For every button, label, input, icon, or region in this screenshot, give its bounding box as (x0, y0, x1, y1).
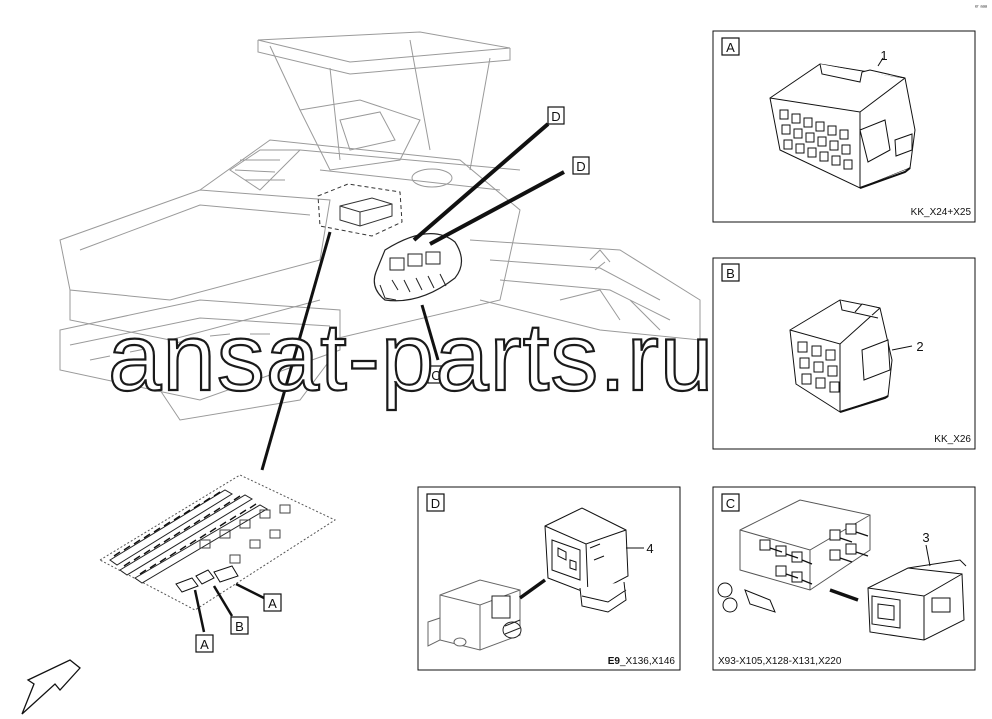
callout-a-lower-right-label: A (268, 596, 277, 611)
callout-d-upper: D (547, 106, 565, 125)
control-box-part (339, 197, 393, 227)
connector-e9-drawing (544, 507, 629, 613)
corner-mark: ᵉʳ ᵃᵃᵃ (975, 4, 988, 11)
circuit-board-drawing (98, 474, 337, 611)
highlight-zone-connectors (373, 233, 463, 302)
connector-x93-drawing (867, 559, 967, 641)
callout-d-lower: D (572, 156, 590, 175)
panel-a-caption: KK_X24+X25 (911, 207, 972, 218)
panel-a-tag: A (726, 40, 735, 55)
panel-d-item-number: 4 (646, 541, 653, 556)
detail-panel-b: B 2 KK_X26 (712, 257, 976, 450)
panel-c-item-number: 3 (922, 530, 929, 545)
panel-d-tag: D (431, 496, 440, 511)
callout-a-lower-right: A (263, 593, 282, 612)
connector-kk-x26-drawing (789, 299, 893, 413)
connector-cluster-part (379, 251, 447, 301)
panel-c-caption: X93-X105,X128-X131,X220 (718, 656, 842, 667)
callout-d-lower-label: D (576, 159, 585, 174)
callout-b-lower-label: B (235, 619, 244, 634)
callout-a-lower-left: A (195, 634, 214, 653)
callout-d-upper-label: D (551, 109, 560, 124)
watermark-text: ansat-parts.ru (108, 304, 714, 411)
panel-d-caption: E9_X136,X146 (608, 656, 676, 667)
panel-c-tag: C (726, 496, 735, 511)
callout-c-main-label: C (431, 368, 440, 383)
direction-arrow-icon (21, 659, 81, 715)
detail-panel-a: A 1 KK_X24+X25 (712, 30, 976, 223)
detail-panel-c: C 3 (712, 486, 976, 671)
callout-b-lower: B (230, 616, 249, 635)
panel-d-caption-rest: _X136,X146 (619, 656, 675, 667)
callout-c-main: C (427, 365, 445, 384)
leader-lines (193, 122, 565, 633)
panel-b-caption: KK_X26 (934, 434, 971, 445)
paver-machine-drawing (59, 31, 701, 421)
panel-b-tag: B (726, 266, 735, 281)
valve-manifold-drawing (717, 499, 871, 613)
highlight-zone-control-box (317, 183, 403, 237)
panel-d-caption-bold: E9 (608, 656, 621, 667)
panel-b-item-number: 2 (916, 339, 923, 354)
connector-kk-x24-drawing (769, 63, 916, 189)
valve-block-drawing (427, 579, 522, 651)
detail-panel-d: D 4 E9_X136,X146 (417, 486, 681, 671)
panel-a-item-number: 1 (880, 48, 887, 63)
callout-a-lower-left-label: A (200, 637, 209, 652)
